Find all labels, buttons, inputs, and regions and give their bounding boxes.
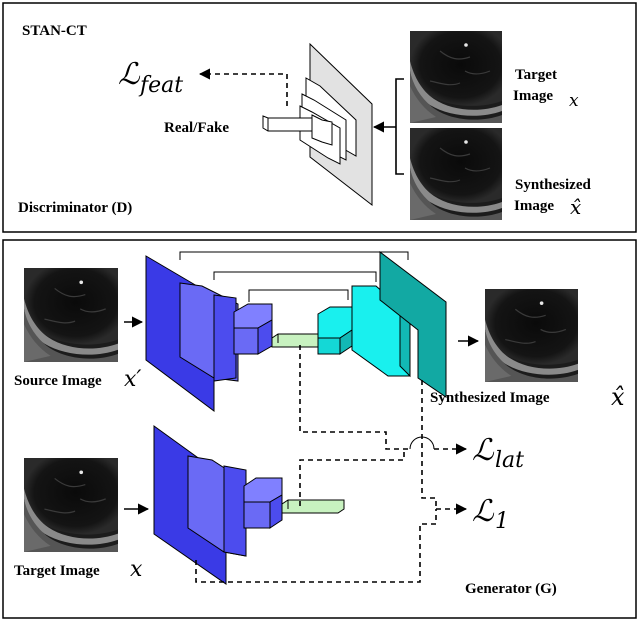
svg-text:ℒ: ℒ	[472, 494, 495, 529]
generator-unet	[145, 250, 447, 412]
synth-image-label-bottom: Synthesized Image	[430, 390, 550, 406]
target-label-line1: Target	[515, 67, 557, 83]
source-var: x′	[124, 367, 141, 392]
target-var: x	[569, 91, 579, 111]
svg-text:feat: feat	[138, 73, 183, 98]
svg-text:ℒ: ℒ	[118, 57, 141, 92]
lat-source-path	[299, 345, 410, 450]
source-image-thumbnail	[24, 268, 118, 362]
synthesized-image-thumbnail-bottom	[485, 289, 578, 382]
discriminator-panel	[2, 2, 637, 233]
synth-var: x̂	[570, 195, 581, 219]
skip-connection-inner	[248, 289, 349, 302]
synth-label-line2: Image	[514, 198, 554, 214]
input-bracket	[395, 78, 404, 175]
loss-lat-symbol: ℒ lat	[472, 433, 524, 473]
l1-synth-path	[421, 380, 437, 509]
svg-text:1: 1	[495, 509, 509, 534]
target-image-thumbnail	[410, 31, 502, 123]
target-image-thumbnail-bottom	[24, 458, 118, 552]
synth-var-bottom: x̂	[611, 383, 625, 411]
l1-target-path	[195, 509, 437, 583]
skip-connection-middle	[213, 271, 377, 282]
synth-label-line1: Synthesized	[515, 177, 592, 193]
svg-text:ℒ: ℒ	[472, 433, 495, 468]
discriminator-label: Discriminator (D)	[18, 200, 132, 216]
target-var-bottom: x	[130, 557, 143, 582]
generator-panel	[2, 239, 637, 619]
loss-l1-symbol: ℒ 1	[472, 494, 509, 534]
loss-feat-symbol: ℒ feat	[118, 57, 183, 98]
target-label-line2: Image	[513, 88, 553, 104]
target-image-label-bottom: Target Image	[14, 563, 100, 579]
real-fake-label: Real/Fake	[164, 120, 229, 136]
source-image-label: Source Image	[14, 373, 102, 389]
panel-title: STAN-CT	[22, 23, 87, 39]
synthesized-image-thumbnail	[410, 128, 502, 220]
skip-connection-outer	[179, 251, 409, 260]
discriminator-network	[262, 42, 373, 207]
generator-label: Generator (G)	[465, 581, 557, 597]
generator-target-encoder	[153, 425, 345, 585]
lat-target-path	[299, 449, 405, 506]
svg-text:lat: lat	[495, 448, 524, 473]
feat-loss-arrow	[198, 68, 288, 106]
